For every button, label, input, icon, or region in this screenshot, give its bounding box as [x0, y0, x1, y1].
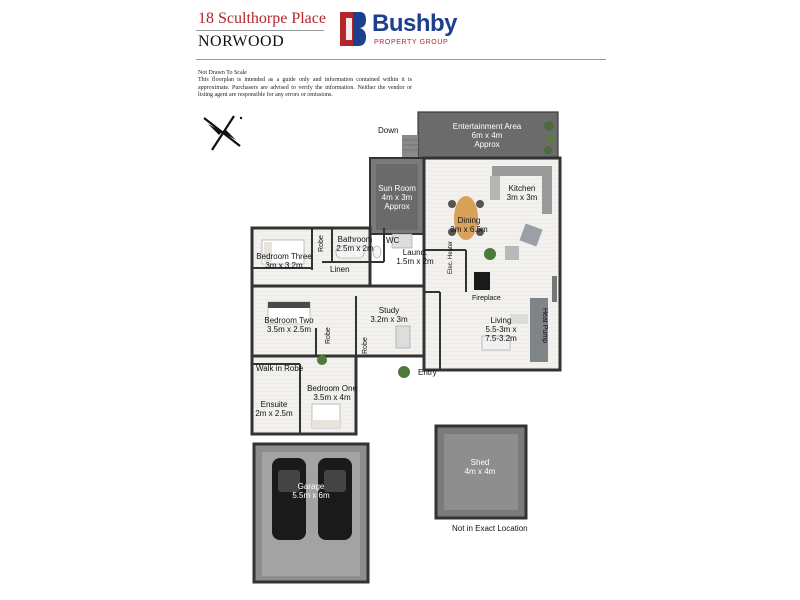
agency-logo: Bushby PROPERTY GROUP	[340, 10, 462, 50]
armchair-2	[505, 246, 519, 260]
disclaimer-title: Not Drawn To Scale	[198, 70, 247, 76]
logo-subtitle: PROPERTY GROUP	[374, 39, 449, 46]
shed-shape	[434, 424, 528, 520]
bathroom-label: Bathroom 2.5m x 2m	[332, 235, 378, 253]
entertainment-area-dims: 6m x 4m	[471, 131, 503, 140]
bathroom-dims: 2.5m x 2m	[336, 244, 374, 253]
dining-label: Dining 3m x 6.5m	[446, 216, 492, 234]
laundry-dims: 1.5m x 2m	[396, 257, 434, 266]
laundry-bench	[391, 233, 413, 249]
walk-in-robe-label: Walk in Robe	[256, 364, 304, 373]
linen-label: Linen	[330, 265, 350, 274]
garage-shape	[252, 442, 370, 584]
dining-name: Dining	[457, 216, 481, 225]
entertainment-area-name: Entertainment Area	[452, 122, 522, 131]
living-dims-2: 7.5-3.2m	[485, 334, 517, 343]
ensuite-name: Ensuite	[260, 400, 288, 409]
study-label: Study 3.2m x 3m	[366, 306, 412, 324]
disclaimer-text: Not Drawn To Scale This floorplan is int…	[198, 70, 412, 100]
robe-study-label: Robe	[362, 337, 369, 354]
living-label: Living 5.5-3m x 7.5-3.2m	[478, 316, 524, 343]
sun-room-name: Sun Room	[378, 184, 416, 193]
dining-dims: 3m x 6.5m	[450, 225, 488, 234]
elec-heater-label: Elec. Heater	[448, 240, 454, 274]
bedroom-three-name: Bedroom Three	[256, 252, 312, 261]
bedroom-three-dims: 3m x 3.2m	[265, 261, 303, 270]
logo-wordmark: Bushby	[372, 10, 458, 37]
heat-pump-label: Heat Pump	[541, 308, 548, 344]
robe-bedroom-two-label: Robe	[325, 327, 332, 344]
dining-table	[448, 196, 484, 240]
shed-dims: 4m x 4m	[464, 467, 496, 476]
entry-plant	[398, 366, 410, 378]
down-label: Down	[378, 126, 399, 135]
bedroom-one-label: Bedroom One 3.5m x 4m	[304, 384, 360, 402]
bedroom-one-dims: 3.5m x 4m	[313, 393, 351, 402]
shed-label: Shed 4m x 4m	[460, 458, 500, 476]
bedroom-one-name: Bedroom One	[307, 384, 357, 393]
living-name: Living	[490, 316, 512, 325]
sun-room-label: Sun Room 4m x 3m Approx	[376, 184, 418, 211]
bathroom-name: Bathroom	[337, 235, 373, 244]
robe-bedroom-three-label: Robe	[318, 235, 325, 252]
shed-name: Shed	[470, 458, 490, 467]
sun-room-shape	[369, 157, 425, 235]
heat-pump-unit	[552, 276, 557, 302]
entertainment-area-label: Entertainment Area 6m x 4m Approx	[442, 122, 532, 149]
wc-label: WC	[386, 236, 400, 245]
property-suburb: NORWOOD	[198, 33, 285, 50]
garage-name: Garage	[297, 482, 325, 491]
property-address: 18 Sculthorpe Place	[198, 10, 326, 27]
header-divider-bottom	[196, 59, 606, 60]
bathtub	[335, 245, 365, 259]
kitchen-label: Kitchen 3m x 3m	[500, 184, 544, 202]
garage-label: Garage 5.5m x 6m	[286, 482, 336, 500]
living-sofa	[481, 298, 548, 362]
interior-walls	[252, 228, 467, 434]
down-steps	[402, 135, 418, 157]
toilet	[372, 245, 382, 259]
laundry-name: Laund.	[402, 248, 428, 257]
entry-label: Entry	[418, 368, 437, 377]
entertainment-area-note: Approx	[474, 140, 500, 149]
bed-bedroom-one	[311, 403, 341, 429]
study-name: Study	[378, 306, 400, 315]
header-divider-top	[196, 30, 324, 31]
bedroom-two-dims: 3.5m x 2.5m	[266, 325, 311, 334]
bed-bedroom-two	[267, 301, 311, 325]
compass-icon	[203, 115, 243, 151]
fireplace-label: Fireplace	[472, 295, 501, 302]
garage-dims: 5.5m x 6m	[292, 491, 330, 500]
plant-decor	[484, 248, 496, 260]
sun-room-dims: 4m x 3m	[381, 193, 413, 202]
laundry-label: Laund. 1.5m x 2m	[396, 248, 434, 266]
kitchen-dims: 3m x 3m	[506, 193, 538, 202]
armchair	[519, 223, 543, 247]
fireplace-block	[474, 272, 490, 290]
disclaimer-body: This floorplan is intended as a guide on…	[198, 77, 412, 99]
ensuite-dims: 2m x 2.5m	[255, 409, 293, 418]
bedroom-two-label: Bedroom Two 3.5m x 2.5m	[258, 316, 320, 334]
kitchen-name: Kitchen	[508, 184, 536, 193]
shed-location-note: Not in Exact Location	[452, 524, 528, 533]
bedroom-two-name: Bedroom Two	[264, 316, 314, 325]
study-desk	[395, 325, 411, 349]
sun-room-note: Approx	[384, 202, 410, 211]
bed-bedroom-three	[261, 239, 305, 265]
study-dims: 3.2m x 3m	[370, 315, 408, 324]
bushby-logo-mark-icon	[340, 12, 366, 46]
bedroom-plant	[317, 355, 327, 365]
bedroom-three-label: Bedroom Three 3m x 3.2m	[252, 252, 316, 270]
ensuite-label: Ensuite 2m x 2.5m	[254, 400, 294, 418]
living-dims: 5.5-3m x	[485, 325, 517, 334]
kitchen-benches	[490, 166, 552, 214]
